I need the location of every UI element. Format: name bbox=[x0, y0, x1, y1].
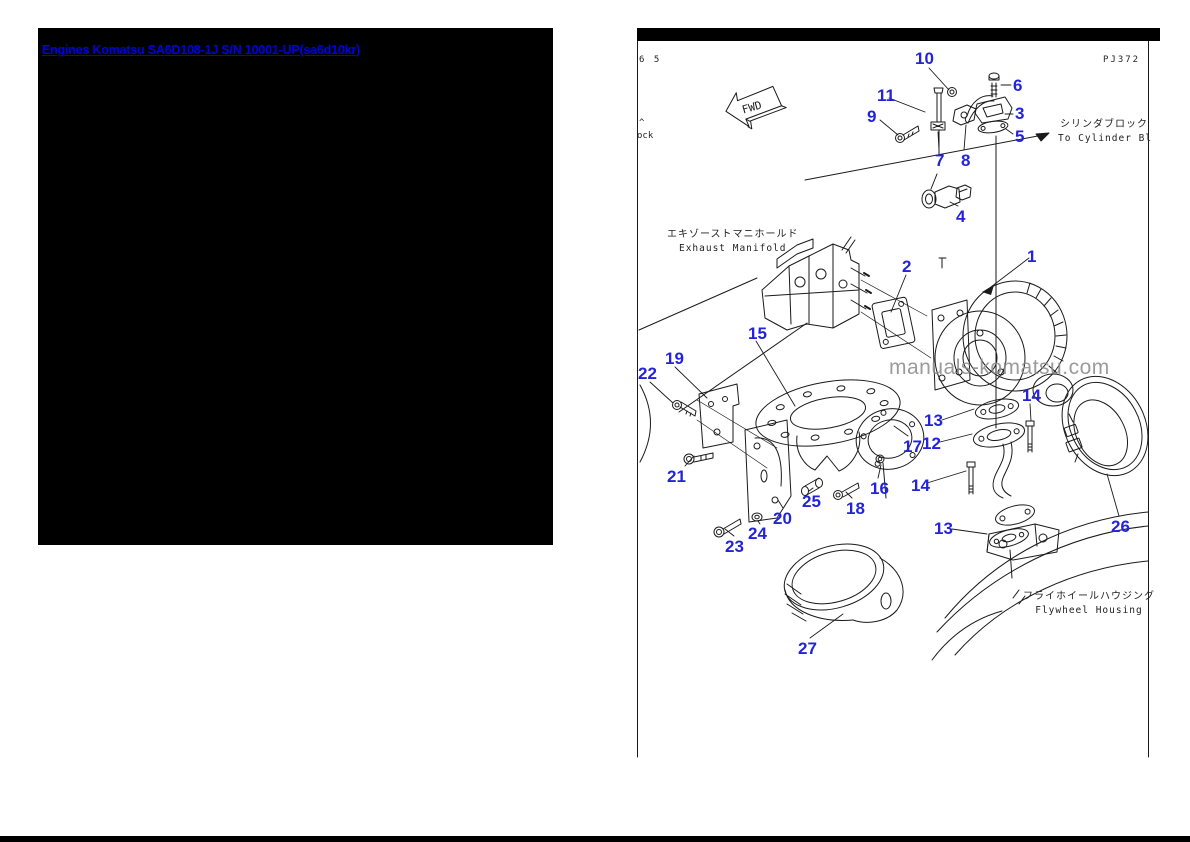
diagram-line-art: FWD bbox=[637, 40, 1149, 758]
turbo-gasket-drawing bbox=[871, 296, 916, 349]
part-number-callout-27: 27 bbox=[798, 639, 817, 658]
annotation-exhaust-manifold: エキゾーストマニホールド Exhaust Manifold bbox=[667, 228, 799, 255]
part-number-callout-15: 15 bbox=[748, 324, 767, 343]
left-page-black-panel: Engines Komatsu SA6D108-1J S/N 10001-UP(… bbox=[38, 28, 553, 545]
part-number-callout-3: 3 bbox=[1015, 104, 1025, 123]
bottom-black-bar bbox=[0, 836, 1190, 842]
leader-lines bbox=[649, 67, 1120, 639]
part-number-callout-19: 19 bbox=[665, 349, 684, 368]
part-number-callout-2: 2 bbox=[902, 257, 912, 276]
edge-text-fragment-caret: ^ bbox=[639, 118, 645, 128]
annotation-flywheel-housing-jp: フライホイールハウジング bbox=[1023, 591, 1155, 602]
part-number-callout-26: 26 bbox=[1111, 517, 1130, 536]
callout-1-arrowhead bbox=[982, 285, 994, 295]
watermark: manuals-komatsu.com bbox=[889, 356, 1110, 379]
part-number-callout-9: 9 bbox=[867, 107, 877, 126]
exhaust-manifold-drawing bbox=[638, 236, 932, 413]
svg-text:FWD: FWD bbox=[741, 99, 764, 117]
part-number-callout-5: 5 bbox=[1015, 127, 1025, 146]
part-number-callout-14: 14 bbox=[1022, 386, 1041, 405]
part-number-callout-21: 21 bbox=[667, 467, 686, 486]
turbocharger-drawing bbox=[931, 257, 1074, 407]
part-number-callout-6: 6 bbox=[1013, 76, 1023, 95]
part-number-callout-7: 7 bbox=[935, 151, 945, 170]
hardware-drawings bbox=[672, 400, 887, 538]
outlet-flange-drawing bbox=[755, 379, 901, 472]
cylinder-block-arrow bbox=[804, 132, 1050, 181]
part-number-callout-24: 24 bbox=[748, 524, 767, 543]
inlet-ring-drawing bbox=[855, 408, 925, 470]
part-number-callout-13: 13 bbox=[934, 519, 953, 538]
connector-ring-drawing bbox=[1061, 375, 1149, 477]
annotation-cylinder-block-en: To Cylinder Bl bbox=[1058, 133, 1153, 144]
part-number-callout-20: 20 bbox=[773, 509, 792, 528]
page-number: 6 5 bbox=[639, 55, 662, 65]
part-number-callout-8: 8 bbox=[961, 151, 971, 170]
part-number-callout-11: 11 bbox=[877, 86, 895, 105]
document-title-link[interactable]: Engines Komatsu SA6D108-1J S/N 10001-UP(… bbox=[42, 43, 361, 57]
figure-code: PJ372 bbox=[1103, 55, 1141, 65]
parts-diagram-page: FWD bbox=[637, 28, 1160, 758]
part-number-callout-18: 18 bbox=[846, 499, 865, 518]
edge-text-fragment: ock bbox=[637, 131, 654, 141]
part-number-callout-13: 13 bbox=[924, 411, 943, 430]
part-number-callout-22: 22 bbox=[638, 364, 657, 383]
annotation-flywheel-housing-en: Flywheel Housing bbox=[1035, 605, 1143, 616]
oil-line-fittings-drawing bbox=[895, 72, 1013, 429]
part-number-callout-23: 23 bbox=[725, 537, 744, 556]
part-number-callout-14: 14 bbox=[911, 476, 930, 495]
fwd-arrow: FWD bbox=[725, 85, 787, 130]
part-number-callout-12: 12 bbox=[922, 434, 941, 453]
part-number-callout-17: 17 bbox=[903, 437, 922, 456]
annotation-cylinder-block-jp: シリンダブロック bbox=[1060, 119, 1148, 130]
part-number-callout-1: 1 bbox=[1027, 247, 1037, 266]
part-number-callout-25: 25 bbox=[802, 492, 821, 511]
drain-tube-drawing bbox=[966, 398, 1035, 579]
edge-cut-part bbox=[639, 384, 651, 463]
annotation-exhaust-manifold-jp: エキゾーストマニホールド bbox=[667, 229, 799, 240]
part-number-callout-4: 4 bbox=[956, 207, 966, 226]
annotation-exhaust-manifold-en: Exhaust Manifold bbox=[678, 243, 787, 254]
page-border bbox=[637, 40, 1149, 758]
annotation-cylinder-block: シリンダブロック To Cylinder Bl bbox=[1058, 118, 1153, 145]
annotation-flywheel-housing: フライホイールハウジング Flywheel Housing bbox=[1023, 590, 1155, 617]
outlet-funnel-drawing bbox=[783, 543, 904, 623]
part-number-callout-16: 16 bbox=[870, 479, 889, 498]
part-number-callout-10: 10 bbox=[915, 49, 934, 68]
page-top-black-bar bbox=[637, 28, 1160, 41]
